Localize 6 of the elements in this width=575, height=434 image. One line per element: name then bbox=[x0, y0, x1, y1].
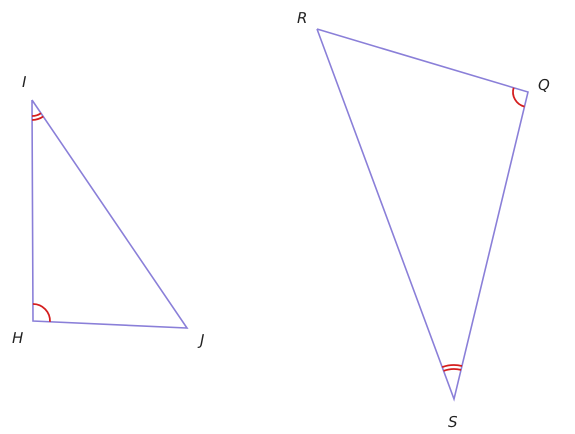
vertex-label: H bbox=[12, 331, 24, 346]
vertex-label: I bbox=[22, 75, 26, 90]
vertex-label: R bbox=[297, 11, 308, 26]
vertex-label: J bbox=[200, 333, 204, 348]
vertex-label: S bbox=[448, 415, 458, 430]
vertex-label: Q bbox=[538, 78, 550, 93]
